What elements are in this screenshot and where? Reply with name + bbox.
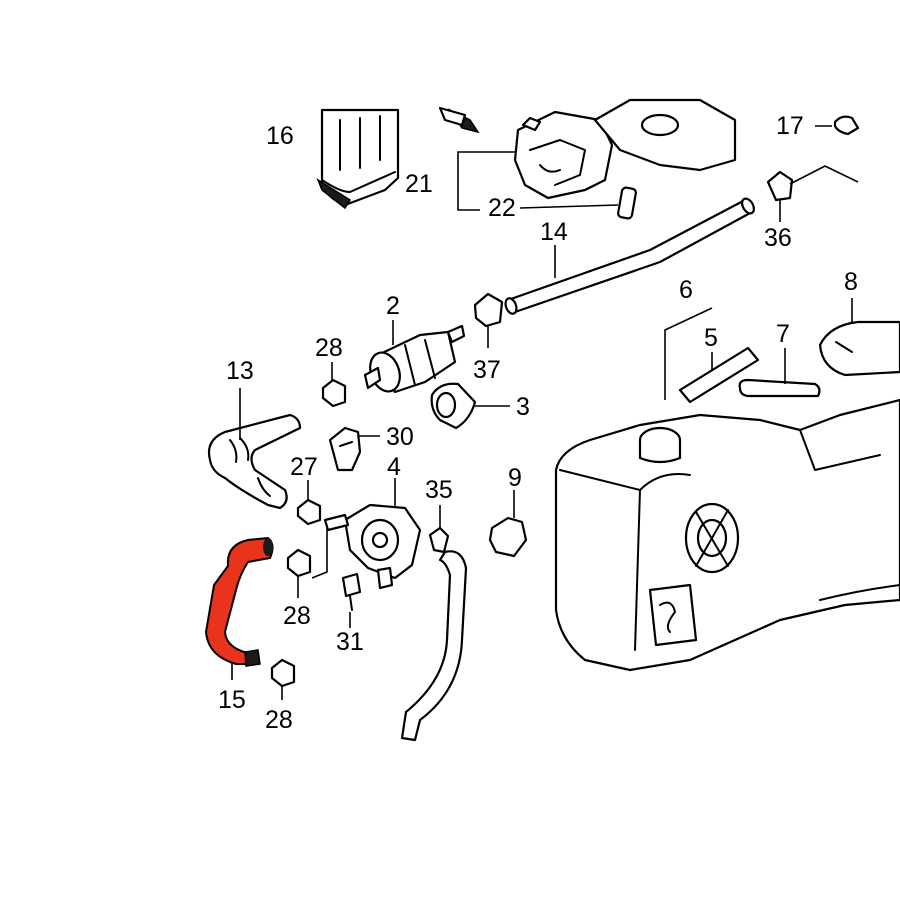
part-13-elbow-hose xyxy=(207,388,302,510)
part-15-hose-shape xyxy=(204,536,274,665)
label-13: 13 xyxy=(226,357,254,385)
part-2-fuel-filter xyxy=(363,320,466,394)
label-5: 5 xyxy=(704,324,718,352)
part-28-clip-middle xyxy=(286,548,312,598)
label-28-lower: 28 xyxy=(265,706,293,734)
label-4: 4 xyxy=(387,453,401,481)
label-28-middle: 28 xyxy=(283,602,311,630)
part-15-hose-highlighted xyxy=(204,536,274,680)
drain-hose xyxy=(400,550,468,742)
part-7-rubber xyxy=(738,348,821,398)
label-30: 30 xyxy=(386,423,414,451)
part-6-bracket-line xyxy=(664,307,713,400)
label-37: 37 xyxy=(473,356,501,384)
label-28-upper: 28 xyxy=(315,334,343,362)
part-5-rubber xyxy=(678,346,760,404)
callout-bracket-21 xyxy=(457,151,515,211)
part-36-clip xyxy=(766,165,859,222)
fuel-tank xyxy=(554,398,900,672)
part-28-clip-lower xyxy=(270,658,296,700)
label-15: 15 xyxy=(218,686,246,714)
part-31-bolt xyxy=(341,572,362,628)
label-31: 31 xyxy=(336,628,364,656)
label-6: 6 xyxy=(679,276,693,304)
part-37-clamp xyxy=(473,292,504,348)
label-36: 36 xyxy=(764,224,792,252)
part-16-canister xyxy=(316,108,400,210)
label-14: 14 xyxy=(540,218,568,246)
label-16: 16 xyxy=(266,122,294,150)
label-27: 27 xyxy=(290,453,318,481)
label-7: 7 xyxy=(776,320,790,348)
callout-line-22 xyxy=(519,204,619,209)
part-17-clip xyxy=(815,115,860,136)
part-35-clip xyxy=(428,505,450,554)
label-17: 17 xyxy=(776,112,804,140)
part-4-fuel-pump xyxy=(311,478,422,590)
part-22-clip xyxy=(617,186,637,220)
label-21: 21 xyxy=(405,170,433,198)
label-9: 9 xyxy=(508,464,522,492)
part-14-hose xyxy=(504,197,755,315)
label-22: 22 xyxy=(488,194,516,222)
label-8: 8 xyxy=(844,268,858,296)
part-27-clip xyxy=(296,480,322,526)
part-8-sender-unit xyxy=(818,298,900,377)
part-28-clip-upper xyxy=(321,362,347,408)
label-35: 35 xyxy=(425,476,453,504)
part-3-grommet xyxy=(430,382,510,430)
part-21-bracket xyxy=(438,98,737,200)
part-30-bracket xyxy=(328,426,380,472)
label-3: 3 xyxy=(516,393,530,421)
label-2: 2 xyxy=(386,292,400,320)
part-9-cap xyxy=(488,490,528,558)
